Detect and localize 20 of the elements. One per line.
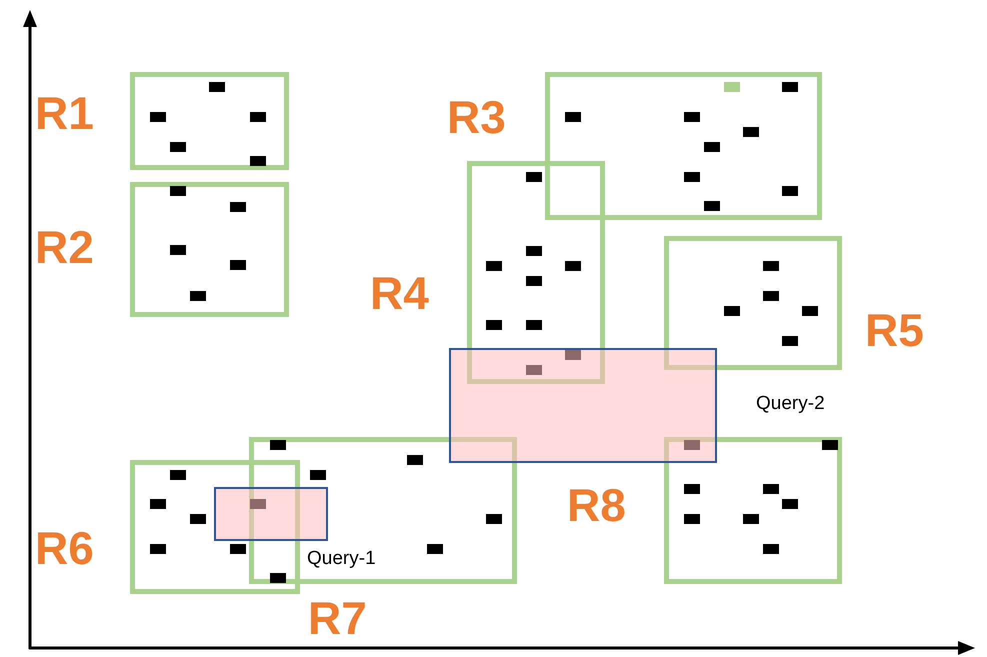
region-rectangle	[664, 437, 842, 584]
query-rectangle	[449, 348, 717, 463]
query-label: Query-1	[307, 549, 376, 568]
region-label: R3	[447, 94, 506, 140]
region-label: R4	[370, 270, 429, 316]
query-rectangle	[214, 487, 328, 541]
region-label: R2	[35, 224, 94, 270]
region-label: R8	[567, 482, 626, 528]
region-rectangle	[467, 161, 605, 384]
region-rectangle	[130, 460, 300, 594]
query-label: Query-2	[756, 394, 825, 413]
region-label: R7	[308, 595, 367, 641]
region-rectangle	[249, 437, 517, 584]
region-rectangle	[664, 236, 842, 370]
region-rectangle	[545, 72, 822, 220]
region-rectangle	[130, 182, 289, 317]
region-label: R6	[35, 525, 94, 571]
region-rectangle	[130, 72, 289, 170]
region-label: R1	[35, 90, 94, 136]
region-label: R5	[865, 307, 924, 353]
